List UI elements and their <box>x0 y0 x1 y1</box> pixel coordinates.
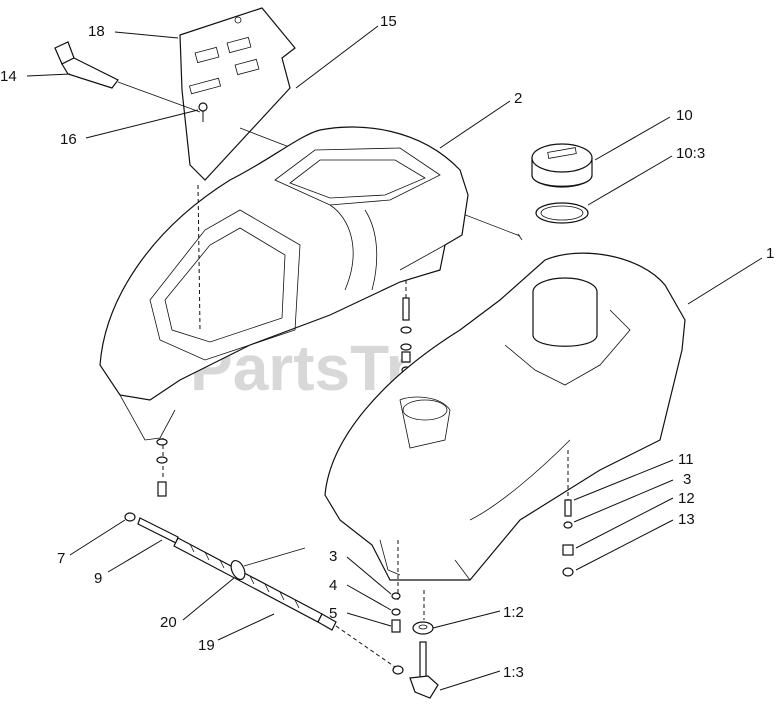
upper-shroud-part-2 <box>99 126 469 441</box>
callout-1-2: 1:2 <box>503 604 524 621</box>
callout-5: 5 <box>329 605 337 622</box>
callout-9: 9 <box>94 570 102 587</box>
fuel-tank-part-1 <box>324 252 686 581</box>
callout-3-right: 3 <box>683 471 691 488</box>
callout-10-3: 10:3 <box>676 145 705 162</box>
callout-7: 7 <box>57 550 65 567</box>
callout-20: 20 <box>160 614 177 631</box>
callout-10: 10 <box>676 107 693 124</box>
fuel-cap-part-10 <box>531 143 593 188</box>
gasket-part-10-3 <box>535 202 589 224</box>
tank-hardware-right <box>562 499 574 577</box>
fuel-line-assembly <box>124 512 396 668</box>
tank-hardware-bottom <box>391 592 401 633</box>
callout-1: 1 <box>766 245 774 262</box>
leader-lines <box>26 25 763 691</box>
callout-18: 18 <box>88 23 105 40</box>
screw-part-16 <box>198 102 208 122</box>
bushing-part-1-2 <box>412 621 434 635</box>
callout-15: 15 <box>380 13 397 30</box>
callout-13: 13 <box>678 511 695 528</box>
callout-14: 14 <box>0 68 17 85</box>
callout-12: 12 <box>678 490 695 507</box>
fitting-part-1-3 <box>392 641 439 699</box>
callout-4: 4 <box>329 577 337 594</box>
callout-1-3: 1:3 <box>503 664 524 681</box>
callout-19: 19 <box>198 637 215 654</box>
callout-11: 11 <box>678 451 694 468</box>
mounting-plate-part-18 <box>179 7 296 181</box>
callout-16: 16 <box>60 131 77 148</box>
callout-labels: 18 15 14 16 2 10 10:3 1 11 3 12 13 7 9 3… <box>0 13 774 681</box>
connector-part-14 <box>54 41 201 113</box>
callout-2: 2 <box>514 90 522 107</box>
callout-3-bottom: 3 <box>329 548 337 565</box>
